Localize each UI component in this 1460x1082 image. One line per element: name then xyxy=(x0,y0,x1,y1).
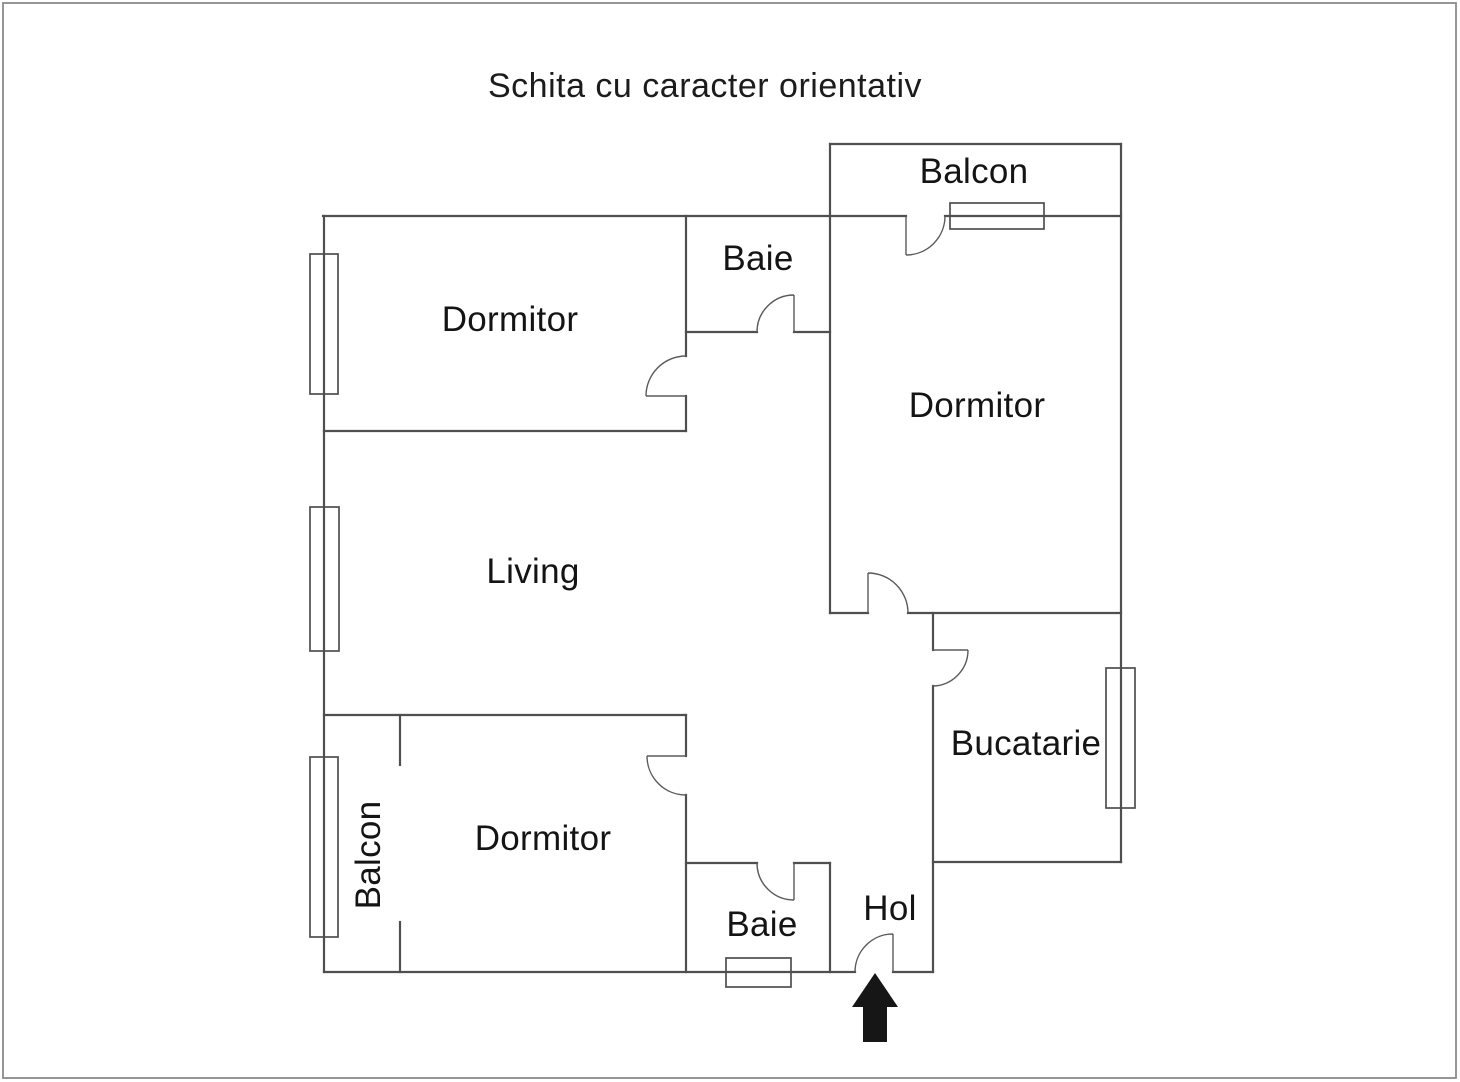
balcon-top-label: Balcon xyxy=(919,152,1029,191)
bucatarie-label: Bucatarie xyxy=(950,724,1102,763)
dormitor-right-label: Dormitor xyxy=(908,386,1046,425)
dormitor-bottom-label: Dormitor xyxy=(474,819,612,858)
window-bucatarie xyxy=(1105,667,1136,809)
window-baie-bottom xyxy=(725,957,792,988)
entrance-arrow xyxy=(852,973,898,1042)
door-bucatarie xyxy=(931,649,969,687)
door-baie-top xyxy=(756,294,795,333)
door-dormitor-bottom xyxy=(646,755,687,796)
door-balcon-top xyxy=(905,215,946,256)
window-balcon-left xyxy=(309,756,339,938)
baie-bottom-label: Baie xyxy=(726,905,798,944)
door-dormitor-top xyxy=(645,355,687,397)
living-label: Living xyxy=(486,552,580,591)
door-dormitor-right xyxy=(867,572,909,614)
window-balcon-top xyxy=(949,202,1045,230)
door-entrance xyxy=(854,933,894,973)
hol-label: Hol xyxy=(863,889,917,928)
page-title: Schita cu caracter orientativ xyxy=(487,67,923,105)
balcon-left-label: Balcon xyxy=(349,800,388,910)
window-living xyxy=(309,506,340,652)
dormitor-top-label: Dormitor xyxy=(441,300,579,339)
window-dormitor-top xyxy=(309,253,339,395)
door-baie-bottom xyxy=(756,862,795,901)
baie-top-label: Baie xyxy=(722,239,794,278)
